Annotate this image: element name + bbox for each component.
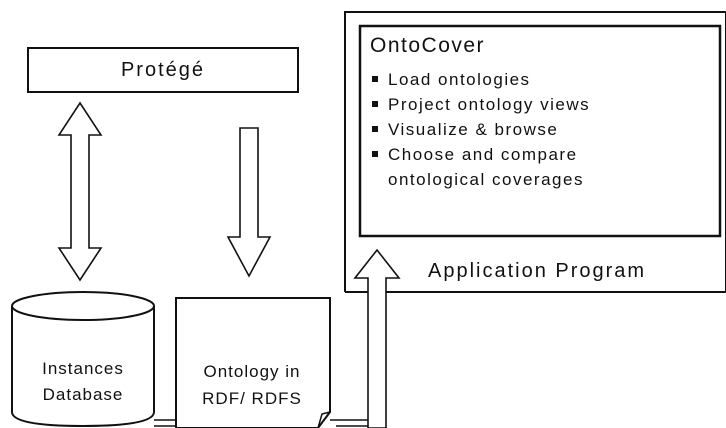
- feature-text: Project ontology views: [388, 95, 591, 114]
- ontology-document-label-line1: Ontology in: [203, 362, 301, 381]
- bullet-icon: [372, 101, 378, 107]
- application-program-box: [344, 11, 726, 293]
- bullet-icon: [372, 126, 378, 132]
- feature-item: Choose and compare: [370, 142, 590, 167]
- application-program-label: Application Program: [428, 260, 647, 282]
- protege-label: Protégé: [120, 59, 206, 81]
- ontocover-title: OntoCover: [370, 34, 486, 57]
- bullet-icon: [372, 76, 378, 82]
- feature-text: ontological coverages: [388, 170, 584, 189]
- protege-database-double-arrow: [57, 101, 103, 282]
- bullet-icon: [372, 151, 378, 157]
- feature-text: Load ontologies: [388, 70, 531, 89]
- feature-item: Visualize & browse: [370, 117, 590, 142]
- feature-text: Choose and compare: [388, 145, 578, 164]
- ontology-application-up-arrow: [353, 248, 401, 428]
- ontology-document-label: Ontology in RDF/ RDFS: [178, 358, 326, 412]
- database-label-line2: Database: [42, 385, 124, 404]
- feature-text: Visualize & browse: [388, 120, 559, 139]
- feature-item: Project ontology views: [370, 92, 590, 117]
- ontocover-box: [358, 24, 722, 238]
- database-label-line1: Instances: [42, 359, 124, 378]
- feature-item-continuation: ontological coverages: [370, 167, 590, 192]
- protege-box: [27, 47, 299, 93]
- database-label: Instances Database: [12, 356, 154, 408]
- database-cylinder: [11, 291, 155, 428]
- feature-item: Load ontologies: [370, 67, 590, 92]
- ontology-document-label-line2: RDF/ RDFS: [202, 389, 302, 408]
- ontocover-feature-list: Load ontologies Project ontology views V…: [370, 67, 590, 192]
- protege-ontology-down-arrow: [226, 127, 272, 278]
- ontology-document-shape: [175, 297, 331, 428]
